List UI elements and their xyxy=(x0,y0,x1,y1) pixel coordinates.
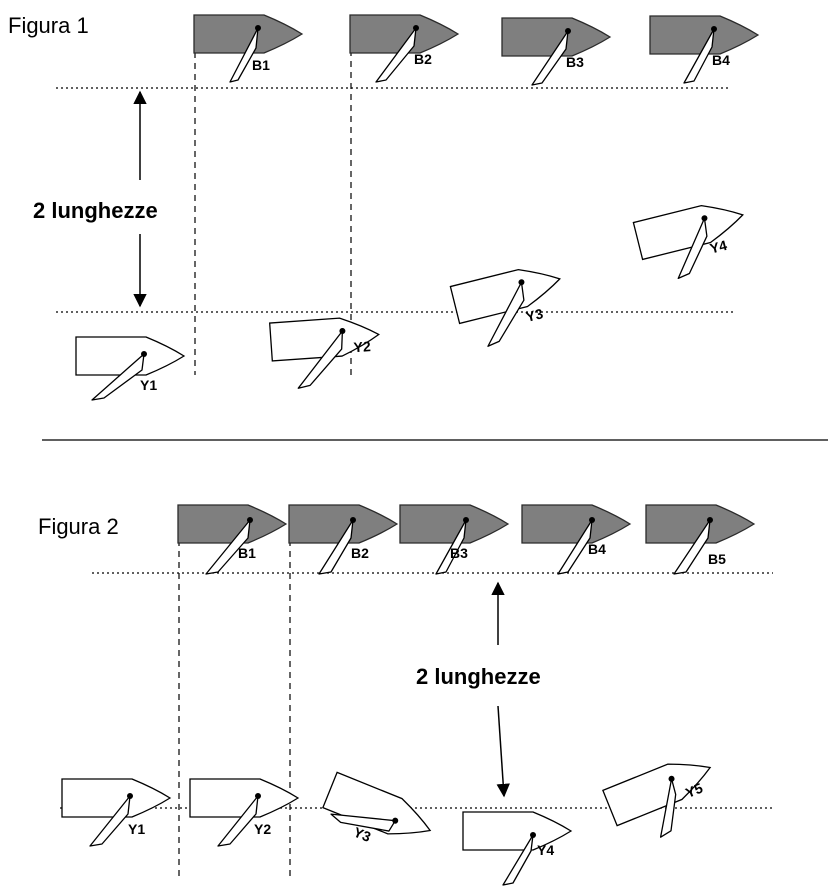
boat-y1-label: Y1 xyxy=(140,377,157,393)
boat-y1-fig2-label: Y1 xyxy=(128,821,145,837)
figure-2-arrow-down xyxy=(496,705,510,798)
boat-y5-fig2: Y5 xyxy=(602,749,718,838)
boat-y3: Y3 xyxy=(449,259,566,347)
boat-y3-label: Y3 xyxy=(524,305,545,325)
boat-b2-fig2-label: B2 xyxy=(351,545,369,561)
boat-b4: B4 xyxy=(649,15,759,84)
boat-b2: B2 xyxy=(349,14,459,83)
figure-1-distance-label: 2 lunghezze xyxy=(33,198,158,223)
boat-y2-label: Y2 xyxy=(353,338,371,355)
boat-b5-fig2: B5 xyxy=(645,504,755,575)
boat-b1-fig2: B1 xyxy=(177,504,287,575)
boat-y4-label: Y4 xyxy=(708,237,729,257)
boat-b4-label: B4 xyxy=(712,52,730,68)
boat-b4-fig2: B4 xyxy=(521,504,631,575)
boat-b3-fig2-label: B3 xyxy=(450,545,468,561)
boat-y2-fig2-label: Y2 xyxy=(254,821,271,837)
boat-b4-fig2-label: B4 xyxy=(588,541,606,557)
figure-2-title: Figura 2 xyxy=(38,514,119,539)
boat-y4: Y4 xyxy=(632,195,749,280)
boat-y3-fig2: Y3 xyxy=(322,771,438,849)
boat-b2-label: B2 xyxy=(414,51,432,67)
boat-b2-fig2: B2 xyxy=(288,504,398,575)
boat-y2: Y2 xyxy=(269,314,381,389)
boat-b1: B1 xyxy=(193,14,303,83)
boat-y4-fig2: Y4 xyxy=(462,811,572,886)
boat-y1: Y1 xyxy=(75,336,185,401)
boat-y4-fig2-label: Y4 xyxy=(537,842,554,858)
figure-2: Figura 2 2 lunghezze B1 B2 B3 xyxy=(38,504,774,886)
boat-b3: B3 xyxy=(501,17,611,86)
boat-b5-fig2-label: B5 xyxy=(708,551,726,567)
figure-1-title: Figura 1 xyxy=(8,13,89,38)
boat-b1-fig2-label: B1 xyxy=(238,545,256,561)
boat-y5-fig2-label: Y5 xyxy=(683,780,705,801)
boat-y1-fig2: Y1 xyxy=(61,778,171,847)
figure-1: Figura 1 2 lunghezze B1 B2 B3 xyxy=(8,13,759,401)
boat-b3-label: B3 xyxy=(566,54,584,70)
figure-2-distance-label: 2 lunghezze xyxy=(416,664,541,689)
boat-y2-fig2: Y2 xyxy=(189,778,299,847)
boat-b1-label: B1 xyxy=(252,57,270,73)
boat-y3-fig2-label: Y3 xyxy=(351,824,373,845)
boat-b3-fig2: B3 xyxy=(399,504,509,575)
